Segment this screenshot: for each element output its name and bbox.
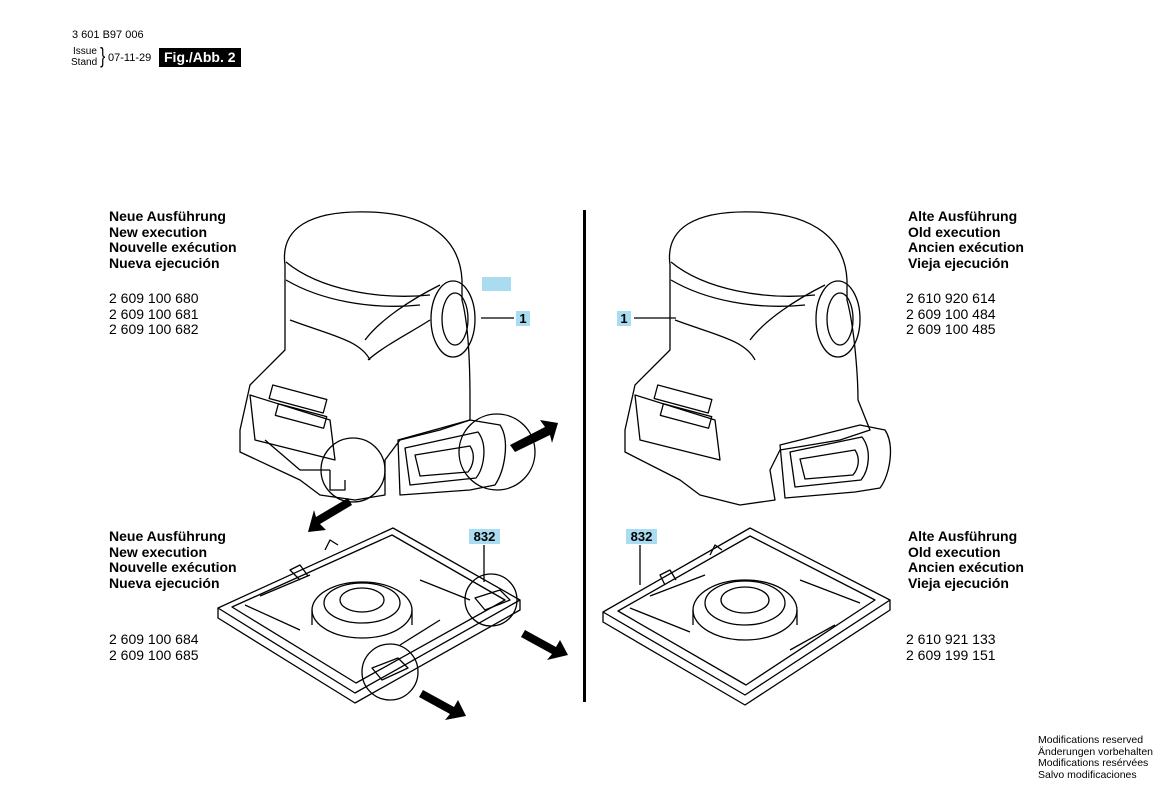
footer-notes: Modifications reserved Änderungen vorbeh… [1038,734,1154,781]
part-number: 2 609 100 484 [906,305,996,322]
figure-label: Fig./Abb. 2 [159,48,241,67]
part-number: 2 609 100 485 [906,321,996,337]
part-number: 2 609 100 684 [109,631,199,647]
right-bottom-part-numbers: 2 610 921 133 2 609 199 151 [906,631,996,663]
heading-en: New execution [109,543,208,560]
heading-fr: Nouvelle exécution [109,239,237,255]
heading-en: Old execution [908,223,1001,240]
callout-1-left: 1 [516,311,530,326]
heading-de: Neue Ausführung [109,208,226,224]
heading-fr: Nouvelle exécution [109,559,237,575]
arrow-icon [419,690,466,720]
footer-line: Modifications reserved [1038,734,1144,746]
callout-832-left: 832 [469,529,500,544]
heading-en: Old execution [908,543,1001,560]
center-divider [583,210,586,702]
part-number: 2 609 100 681 [109,305,199,322]
stand-label: Stand [71,57,98,68]
housing-old-drawing [624,211,892,506]
heading-es: Nueva ejecución [109,574,220,591]
right-top-part-numbers: 2 610 920 614 2 609 100 484 2 609 100 48… [906,290,996,338]
issue-date: 07-11-29 [108,52,152,64]
heading-es: Vieja ejecución [908,574,1009,591]
base-plate-new-drawing [217,527,521,704]
part-number: 2 609 199 151 [906,646,996,663]
arrow-icon [521,630,568,660]
heading-fr: Ancien exécution [908,559,1024,575]
base-plate-old-drawing [602,527,891,706]
arrow-icon [510,420,558,452]
housing-new-drawing [239,211,536,503]
heading-es: Vieja ejecución [908,254,1009,271]
arrow-icon [308,498,352,532]
part-number: 2 609 100 682 [109,321,199,337]
heading-es: Nueva ejecución [109,254,220,271]
part-number: 2 609 100 685 [109,646,199,663]
heading-de: Alte Ausführung [908,208,1018,224]
heading-fr: Ancien exécution [908,239,1024,255]
footer-line: Salvo modificaciones [1038,768,1137,781]
left-top-part-numbers: 2 609 100 680 2 609 100 681 2 609 100 68… [109,290,199,338]
footer-line: Modifications resérvées [1038,757,1149,769]
brace: } [100,43,106,68]
part-number: 2 610 920 614 [906,290,996,306]
right-top-heading: Alte Ausführung Old execution Ancien exé… [908,208,1024,271]
callout-832-right: 832 [626,529,657,544]
arrow-icons [308,420,568,720]
right-bottom-heading: Alte Ausführung Old execution Ancien exé… [908,528,1024,591]
left-bottom-part-numbers: 2 609 100 684 2 609 100 685 [109,631,199,663]
left-top-heading: Neue Ausführung New execution Nouvelle e… [109,208,237,271]
left-bottom-heading: Neue Ausführung New execution Nouvelle e… [109,528,237,591]
blank-highlight-box [482,277,511,291]
part-number: 2 609 100 680 [109,290,199,306]
heading-en: New execution [109,223,208,240]
heading-de: Alte Ausführung [908,528,1018,544]
callout-1-right: 1 [617,311,631,326]
doc-number: 3 601 B97 006 [72,29,144,41]
part-number: 2 610 921 133 [906,631,996,647]
heading-de: Neue Ausführung [109,528,226,544]
footer-line: Änderungen vorbehalten [1038,745,1154,758]
issue-label: Issue [73,46,97,57]
